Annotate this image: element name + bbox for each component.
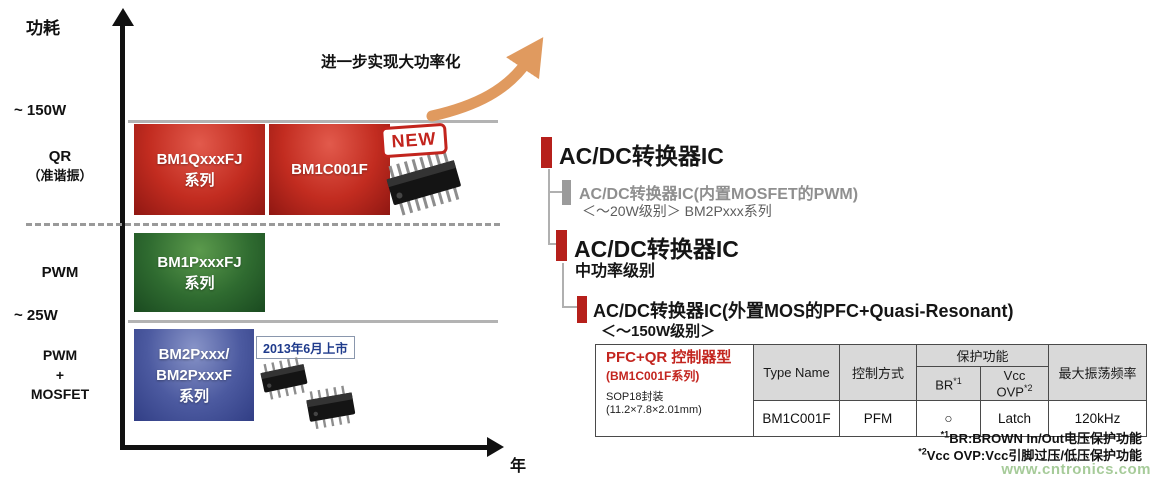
col-header-type-name: Type Name <box>753 343 840 402</box>
hierarchy-item1-title: AC/DC转换器IC <box>559 143 724 169</box>
cell-vcc-ovp: Latch <box>980 400 1049 438</box>
hierarchy-item2-title: AC/DC转换器IC(内置MOSFET的PWM) <box>579 186 859 203</box>
hierarchy-item2-sub: ＜～20W级别＞ BM2Pxxx系列 <box>582 203 772 219</box>
tick-25w: ~ 25W <box>14 307 58 324</box>
cell-max-freq: 120kHz <box>1048 400 1147 438</box>
watermark: www.cntronics.com <box>1001 461 1151 478</box>
ic-chip-large-icon <box>386 150 461 216</box>
tree-marker-1 <box>541 137 552 168</box>
hierarchy-item3-sub: 中功率级别 <box>575 263 656 280</box>
hierarchy-item4-title: AC/DC转换器IC(外置MOS的PFC+Quasi-Resonant) <box>593 301 1014 321</box>
tree-connector-h2 <box>550 243 557 245</box>
block-bm2p-line3: 系列 <box>178 387 209 405</box>
new-badge: NEW <box>379 122 449 159</box>
block-bm2pxxx: BM2Pxxx/ BM2PxxxF 系列 <box>134 329 254 421</box>
block-bm1pxxxfj: BM1PxxxFJ 系列 <box>134 233 265 312</box>
product-dimensions: (11.2×7.8×2.01mm) <box>606 404 702 416</box>
cell-type-name: BM1C001F <box>753 400 840 438</box>
block-bm1qxxxfj: BM1QxxxFJ 系列 <box>134 124 265 215</box>
tree-marker-2 <box>562 180 571 205</box>
col-header-br-footref: *1 <box>953 375 962 386</box>
level-line-150w <box>128 120 498 123</box>
tree-connector-h1 <box>550 191 562 193</box>
block-bm2p-line1: BM2Pxxx/ <box>158 345 230 363</box>
footnote-2-marker: *2 <box>918 446 927 457</box>
launch-date-note: 2013年6月上市 <box>256 336 355 359</box>
col-header-protection: 保护功能 <box>916 344 1049 367</box>
category-pwm-mosfet: PWM + MOSFET <box>8 346 112 405</box>
tree-marker-3 <box>556 230 567 261</box>
block-bm1q-line1: BM1QxxxFJ <box>156 150 243 168</box>
level-line-25w <box>128 320 498 323</box>
category-qr-line1: QR <box>48 148 72 165</box>
y-axis <box>120 22 125 450</box>
y-axis-arrow-icon <box>112 8 134 26</box>
category-pm-line3: MOSFET <box>30 386 90 403</box>
cell-control: PFM <box>839 400 917 438</box>
col-header-control: 控制方式 <box>839 343 917 402</box>
col-header-max-freq: 最大振荡频率 <box>1048 343 1147 402</box>
category-pm-line1: PWM <box>42 347 78 363</box>
arrow-caption: 进一步实现大功率化 <box>321 54 461 71</box>
col-header-vcc-label: Vcc OVP <box>996 368 1026 400</box>
dashed-divider <box>26 223 500 226</box>
tree-connector-v2 <box>562 263 564 308</box>
tick-150w: ~ 150W <box>14 102 67 119</box>
block-bm1c001f: BM1C001F <box>269 124 390 215</box>
ic-chips-small-icon <box>260 357 356 430</box>
block-bm1c-line1: BM1C001F <box>291 161 368 178</box>
col-header-br: BR*1 <box>916 365 981 402</box>
footnote-1-text: BR:BROWN In/Out电压保护功能 <box>949 431 1142 446</box>
col-header-vcc-ovp: Vcc OVP*2 <box>980 365 1049 402</box>
x-axis-arrow-icon <box>487 437 504 457</box>
tree-marker-4 <box>577 296 587 323</box>
y-axis-label: 功耗 <box>26 19 60 38</box>
tree-connector-h3 <box>564 306 577 308</box>
product-package: SOP18封装 <box>606 391 664 403</box>
cell-br: ○ <box>916 400 981 438</box>
x-axis <box>120 445 488 450</box>
hierarchy-item4-sub: ＜～150W级别＞ <box>601 323 716 340</box>
category-qr-line2: （准谐振） <box>27 168 93 183</box>
growth-arrow-icon <box>426 37 544 122</box>
x-axis-label: 年 <box>510 458 527 475</box>
tree-connector-v1 <box>548 169 550 245</box>
footnote-1: *1BR:BROWN In/Out电压保护功能 <box>941 428 1142 447</box>
footnote-2: *2Vcc OVP:Vcc引脚过压/低压保护功能 <box>918 445 1142 464</box>
footnote-2-text: Vcc OVP:Vcc引脚过压/低压保护功能 <box>926 448 1142 463</box>
spec-table: PFC+QR 控制器型 (BM1C001F系列) SOP18封装 (11.2×7… <box>595 343 1147 438</box>
block-bm1q-line2: 系列 <box>184 171 215 189</box>
product-title: PFC+QR 控制器型 <box>606 349 732 366</box>
category-pm-line2: + <box>55 366 65 383</box>
col-header-br-label: BR <box>935 376 954 392</box>
category-pwm: PWM <box>41 264 79 281</box>
category-qr: QR （准谐振） <box>8 146 112 185</box>
footnote-1-marker: *1 <box>940 429 950 440</box>
block-bm1p-line1: BM1PxxxFJ <box>157 253 242 271</box>
table-row: BM1C001F PFM ○ Latch 120kHz <box>596 400 1147 438</box>
block-bm2p-line2: BM2PxxxF <box>156 366 232 384</box>
product-info-cell: PFC+QR 控制器型 (BM1C001F系列) SOP18封装 (11.2×7… <box>595 343 754 438</box>
col-header-vcc-footref: *2 <box>1023 383 1033 393</box>
product-series: (BM1C001F系列) <box>606 369 700 383</box>
hierarchy-item3-title: AC/DC转换器IC <box>574 236 739 262</box>
block-bm1p-line2: 系列 <box>184 274 215 292</box>
